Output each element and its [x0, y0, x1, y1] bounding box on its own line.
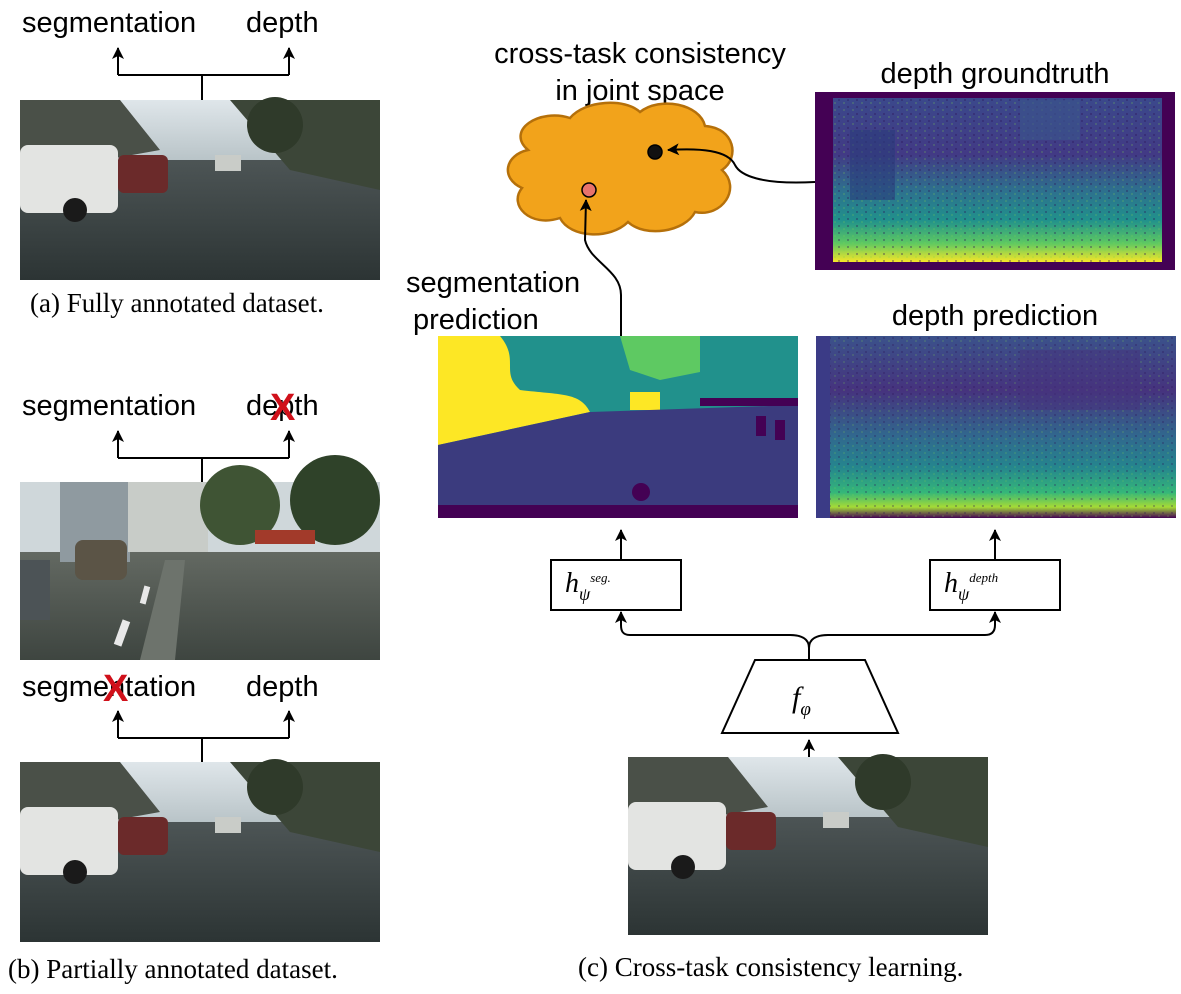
seg-to-joint-arrow: [579, 199, 622, 336]
seg-prediction-label-line1: segmentation: [406, 267, 580, 299]
joint-space-cloud: [506, 101, 734, 236]
depth-groundtruth-map: [815, 92, 1175, 270]
panel-a: segmentation depth (a) Fully annotated d…: [20, 7, 380, 318]
depth-head-symbol: hψdepth: [944, 568, 998, 604]
branch-arrows-b-top: [112, 430, 295, 482]
branch-arrows-b-bottom: [112, 710, 295, 762]
label-depth-b-top: depth: [246, 390, 319, 422]
caption-c: (c) Cross-task consistency learning.: [578, 952, 963, 982]
gt-embedding-point: [647, 144, 663, 160]
joint-space-title-line2: in joint space: [555, 75, 724, 107]
encoder-to-heads-arrows: [615, 611, 1001, 757]
label-segmentation-b-top: segmentation: [22, 390, 196, 422]
seg-head-symbol: hψseg.: [565, 568, 611, 604]
label-depth-a: depth: [246, 7, 319, 39]
missing-depth-mark: X: [270, 387, 296, 429]
seg-head-box: hψseg.: [550, 559, 682, 611]
depth-prediction-label: depth prediction: [892, 300, 1098, 332]
label-segmentation-b-bottom: segmentation: [22, 671, 196, 703]
label-depth-b-bottom: depth: [246, 671, 319, 703]
panel-b: segmentation depth X segmentation depth …: [8, 387, 380, 984]
missing-segmentation-mark: X: [103, 668, 129, 710]
seg-prediction-label-line2: prediction: [413, 304, 539, 336]
street-image-b-top: [20, 455, 380, 660]
label-segmentation-a: segmentation: [22, 7, 196, 39]
panel-c: cross-task consistency in joint space de…: [406, 38, 1176, 982]
gt-to-joint-arrow: [667, 143, 816, 184]
seg-embedding-point: [581, 182, 597, 198]
depth-head-box: hψdepth: [929, 559, 1061, 611]
street-image-b-bottom: [20, 759, 380, 942]
caption-a: (a) Fully annotated dataset.: [30, 288, 324, 318]
segmentation-prediction-map: [438, 336, 798, 518]
depth-groundtruth-label: depth groundtruth: [881, 58, 1110, 90]
street-image-a: [20, 97, 380, 280]
caption-b: (b) Partially annotated dataset.: [8, 954, 338, 984]
joint-space-title-line1: cross-task consistency: [494, 38, 786, 70]
encoder-trapezoid: fφ: [720, 659, 900, 734]
depth-prediction-map: [816, 336, 1176, 518]
head-to-output-arrows: [615, 529, 1001, 560]
input-street-image: [628, 754, 988, 935]
branch-arrows-a: [112, 47, 295, 100]
